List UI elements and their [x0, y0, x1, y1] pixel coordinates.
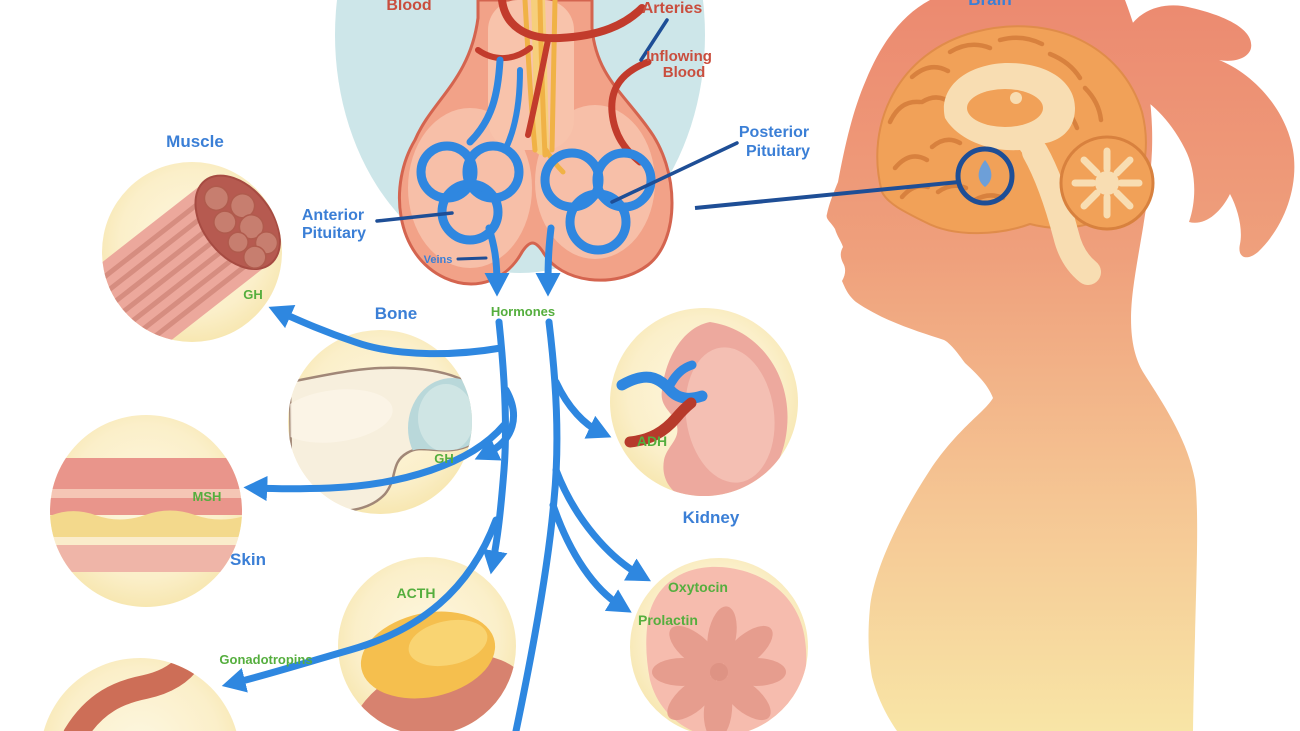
arrow-to-bone-gh [474, 386, 517, 461]
gonad-illustration [63, 658, 202, 731]
prolactin-label: Prolactin [638, 612, 698, 628]
posterior-pituitary-label-line2: Pituitary [746, 143, 810, 160]
kidney-label: Kidney [683, 508, 740, 527]
muscle-gh-label: GH [243, 287, 263, 302]
kidney-illustration [616, 322, 788, 496]
muscle-illustration [102, 174, 281, 342]
anterior-pituitary-label-line2: Pituitary [302, 225, 366, 242]
brain-illustration [876, 25, 1155, 285]
acth-label: ACTH [397, 585, 436, 601]
arrow-to-gonadotropins [221, 516, 500, 693]
gonadotropins-label: Gonadotropins [219, 652, 312, 667]
pituitary-highlight-circle [955, 146, 1015, 206]
arrow-to-acth [482, 318, 509, 575]
brain-label: Brain [968, 0, 1011, 9]
arrow-to-msh [243, 421, 508, 502]
skin-illustration [50, 458, 242, 572]
veins-label: Veins [424, 254, 453, 266]
anterior-pituitary-label-line1: Anterior [302, 207, 364, 224]
pituitary-gland-illustration [397, 0, 674, 286]
hormone-flow-arrows [221, 224, 651, 731]
inflowing-blood-label-line2: Blood [663, 64, 706, 81]
trunk-right [512, 318, 561, 731]
muscle-label: Muscle [166, 132, 224, 151]
arrow-to-adh [552, 378, 612, 439]
pituitary-in-brain [978, 160, 992, 187]
arteries-label: Arteries [642, 0, 703, 17]
msh-label: MSH [193, 489, 222, 504]
vein-arrow-right [535, 224, 561, 297]
inflowing-blood-label-line1: Inflowing [646, 48, 712, 65]
bone-gh-label: GH [434, 451, 454, 466]
vein-arrow-left [484, 224, 510, 297]
posterior-pituitary-label-line1: Posterior [739, 124, 809, 141]
pointer-lines [375, 18, 739, 261]
arrow-to-muscle [268, 305, 505, 358]
bone-label: Bone [375, 304, 418, 323]
arrow-to-oxytocin [552, 466, 651, 582]
hormones-label: Hormones [491, 304, 555, 319]
brain-to-diagram-line [694, 180, 960, 210]
blood-label: Blood [386, 0, 431, 14]
ponytail [1126, 5, 1295, 258]
skin-label: Skin [230, 550, 266, 569]
adh-label: ADH [637, 433, 667, 449]
arrow-to-prolactin [549, 501, 632, 613]
oxytocin-label: Oxytocin [668, 579, 728, 595]
mammary-gland-illustration [646, 566, 807, 731]
